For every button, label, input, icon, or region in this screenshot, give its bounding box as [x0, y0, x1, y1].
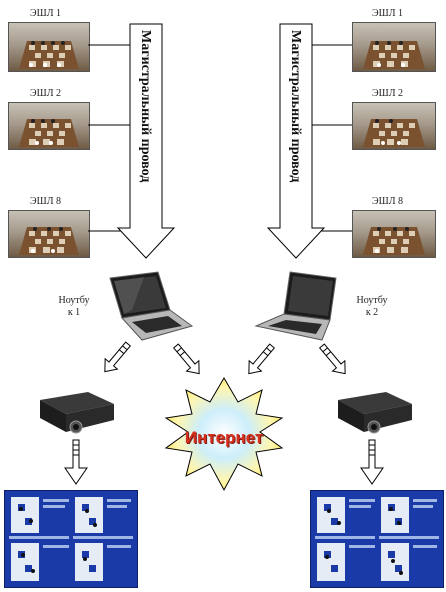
screen-right [310, 490, 444, 588]
arrow-laptop1-to-projector1 [104, 341, 132, 373]
trunk-label-left: Магистральный провод [138, 30, 153, 183]
chessboard-photo [352, 210, 436, 258]
projector-right-icon [338, 392, 412, 434]
arrow-projector2-to-screen2 [360, 439, 384, 485]
laptop-left-icon [109, 271, 194, 341]
laptop-label-line2: к 1 [67, 307, 81, 318]
laptop-label-line2: к 2 [365, 307, 379, 318]
laptop-right-icon [254, 271, 337, 341]
screen-left [4, 490, 138, 588]
board-label: ЭШЛ 2 [372, 88, 403, 99]
chessboard-photo [8, 102, 90, 150]
chessboard-photo [8, 22, 90, 72]
board-label: ЭШЛ 1 [372, 8, 403, 19]
screen-board [11, 497, 103, 581]
arrow-laptop2-to-internet [248, 343, 276, 375]
board-label: ЭШЛ 2 [30, 88, 61, 99]
arrow-laptop1-to-internet [172, 343, 200, 375]
trunk-label-right: Магистральный провод [288, 30, 303, 183]
internet-star [164, 377, 284, 492]
laptop-label-left: Ноутбу к 1 [48, 295, 100, 319]
screen-board [317, 497, 409, 581]
arrow-projector1-to-screen1 [64, 439, 88, 485]
internet-label: Интернет [184, 428, 264, 447]
chessboard-photo [352, 22, 436, 72]
projector-left-icon [40, 392, 114, 434]
arrow-laptop2-to-projector2 [318, 343, 346, 375]
chessboard-photo [8, 210, 90, 258]
laptop-label-line1: Ноутбу [58, 295, 90, 306]
board-label: ЭШЛ 1 [30, 8, 61, 19]
laptop-label-right: Ноутбу к 2 [344, 295, 400, 319]
board-label: ЭШЛ 8 [30, 196, 61, 207]
trunk-arrow-right [266, 23, 326, 259]
chessboard-photo [352, 102, 436, 150]
laptop-label-line1: Ноутбу [356, 295, 388, 306]
trunk-arrow-left [116, 23, 176, 259]
board-label: ЭШЛ 8 [372, 196, 403, 207]
